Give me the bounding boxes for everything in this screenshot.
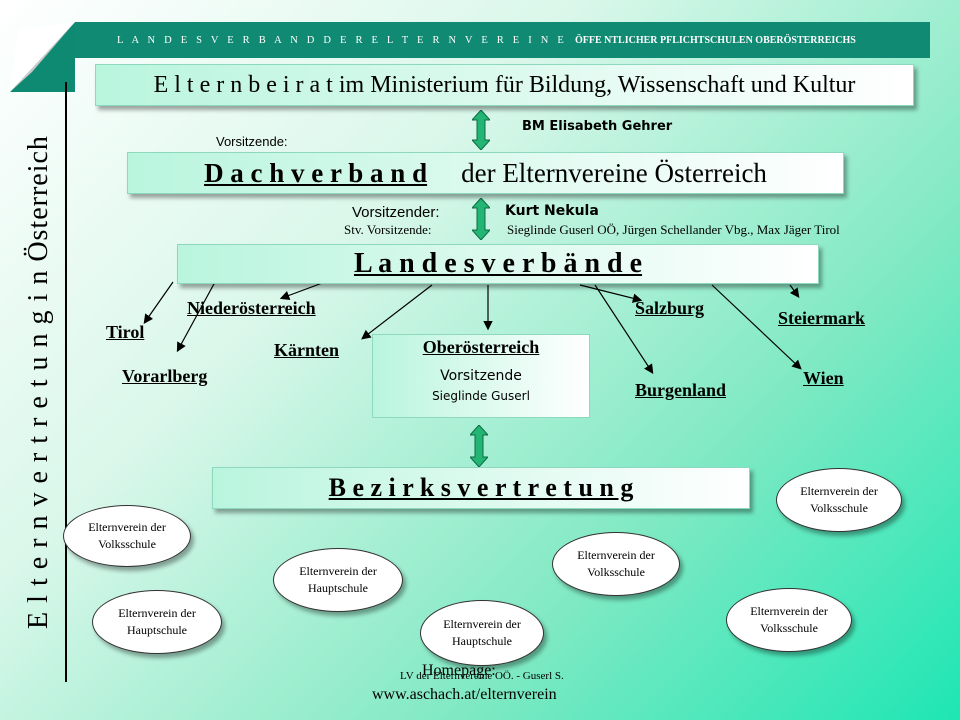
region-niederoesterreich: Niederösterreich	[187, 298, 316, 318]
elternverein-volksschule: Elternverein der Volksschule	[552, 532, 680, 596]
landesverbaende-title: L a n d e s v e r b ä n d e	[353, 248, 643, 279]
elternverein-volksschule: Elternverein der Volksschule	[726, 588, 852, 652]
homepage-link[interactable]: www.aschach.at/elternverein	[372, 686, 557, 703]
elternverein-label: Elternverein der	[299, 563, 377, 578]
homepage-label: Homepage:	[422, 662, 496, 679]
bezirksvertretung-box: B e z i r k s v e r t r e t u n g	[212, 467, 750, 509]
elternverein-hauptschule: Elternverein der Hauptschule	[92, 590, 222, 654]
school-type: Hauptschule	[127, 623, 187, 637]
school-type: Hauptschule	[308, 581, 368, 595]
double-arrow-icon	[472, 198, 490, 240]
school-type: Volksschule	[810, 501, 868, 515]
dachverband-vorsitzender-name: Kurt Nekula	[505, 203, 599, 219]
elternverein-hauptschule: Elternverein der Hauptschule	[273, 548, 403, 612]
ooe-box: Oberösterreich Vorsitzende Sieglinde Gus…	[372, 334, 590, 418]
header-subtitle: ÖFFE NTLICHER PFLICHTSCHULEN OBERÖSTERRE…	[574, 34, 856, 46]
region-kaernten: Kärnten	[274, 340, 339, 360]
elternbeirat-box: E l t e r n b e i r a t im Ministerium f…	[95, 64, 914, 106]
region-oberoesterreich: Oberösterreich	[422, 337, 540, 357]
elternverein-volksschule: Elternverein der Volksschule	[776, 468, 902, 532]
folded-corner-icon	[10, 22, 75, 92]
region-vorarlberg: Vorarlberg	[122, 366, 208, 386]
region-salzburg: Salzburg	[635, 298, 705, 318]
elternbeirat-vorsitzende-label: Vorsitzende:	[216, 134, 288, 149]
elternverein-label: Elternverein der	[800, 483, 878, 498]
school-type: Volksschule	[98, 537, 156, 551]
double-arrow-icon	[472, 110, 490, 150]
region-wien: Wien	[803, 368, 844, 388]
elternverein-label: Elternverein der	[118, 605, 196, 620]
footer-credit: LV der Elternvereine OÖ. - Guserl S.	[400, 670, 564, 682]
dachverband-box: D a c h v e r b a n d der Elternvereine …	[127, 152, 844, 194]
region-burgenland: Burgenland	[635, 380, 727, 400]
ooe-vorsitzende-label: Vorsitzende	[440, 368, 522, 384]
dachverband-vorsitzender-label: Vorsitzender:	[352, 204, 440, 221]
header-title: L A N D E S V E R B A N D D E R E L T E …	[117, 34, 567, 46]
dachverband-stv-names: Sieglinde Guserl OÖ, Jürgen Schellander …	[507, 222, 840, 237]
elternverein-hauptschule: Elternverein der Hauptschule	[420, 600, 544, 666]
elternverein-label: Elternverein der	[750, 603, 828, 618]
elternverein-volksschule: Elternverein der Volksschule	[63, 505, 191, 567]
region-steiermark: Steiermark	[778, 308, 865, 328]
dachverband-stv-label: Stv. Vorsitzende:	[344, 222, 432, 237]
elternverein-label: Elternverein der	[443, 616, 521, 631]
region-tirol: Tirol	[106, 322, 145, 342]
ooe-vorsitzende-name: Sieglinde Guserl	[432, 389, 530, 403]
elternbeirat-vorsitzende-name: BM Elisabeth Gehrer	[522, 119, 673, 134]
elternbeirat-title: E l t e r n b e i r a t im Ministerium f…	[153, 71, 856, 98]
elternverein-label: Elternverein der	[88, 519, 166, 534]
double-arrow-icon	[470, 425, 488, 467]
landesverbaende-box: L a n d e s v e r b ä n d e	[177, 244, 819, 284]
header-bar: L A N D E S V E R B A N D D E R E L T E …	[75, 22, 930, 58]
dachverband-title: D a c h v e r b a n d	[204, 157, 428, 188]
dachverband-subtitle: der Elternvereine Österreich	[461, 157, 767, 188]
school-type: Volksschule	[587, 565, 645, 579]
school-type: Hauptschule	[452, 634, 512, 648]
elternverein-label: Elternverein der	[577, 547, 655, 562]
bezirksvertretung-title: B e z i r k s v e r t r e t u n g	[328, 473, 634, 502]
school-type: Volksschule	[760, 621, 818, 635]
